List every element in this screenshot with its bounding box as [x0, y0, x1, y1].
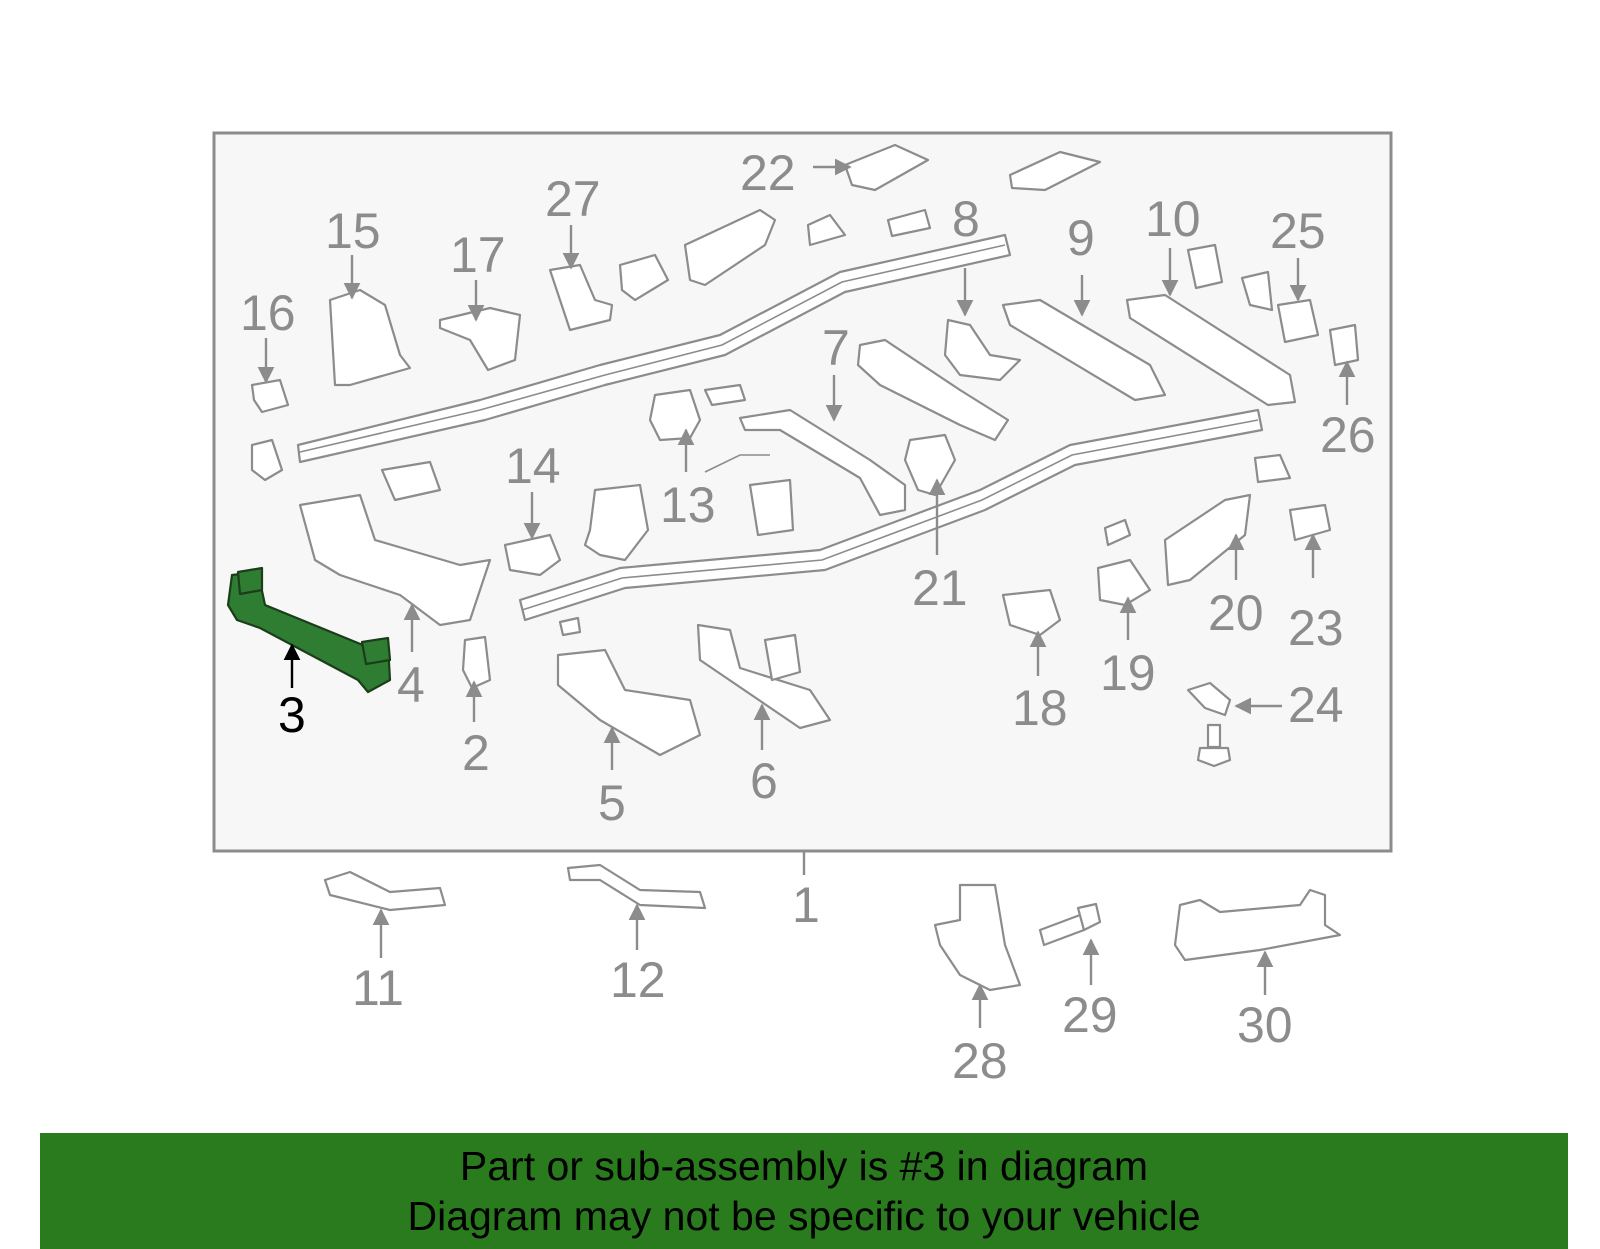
part-16-clip: [250, 378, 290, 414]
part-19-clip: [1103, 518, 1132, 547]
callout-12: 12: [610, 952, 666, 1008]
part-22b-bracket: [1008, 150, 1102, 192]
callout-6: 6: [750, 753, 778, 809]
banner-line-2: Diagram may not be specific to your vehi…: [407, 1193, 1201, 1239]
part-15-mount: [328, 288, 412, 387]
callout-5: 5: [598, 775, 626, 831]
part-cross-member-upper: [683, 208, 777, 287]
part-3-cross-member-highlighted: [226, 566, 392, 694]
part-6b-clip: [763, 633, 802, 682]
callout-11: 11: [352, 960, 404, 1016]
part-29-bolt: [1038, 902, 1102, 947]
callout-13: 13: [660, 477, 716, 533]
part-22-bracket: [843, 143, 930, 192]
callout-30: 30: [1237, 997, 1293, 1053]
part-4-mount: [298, 493, 492, 627]
part-7-crossmember: [856, 338, 1010, 442]
callout-3: 3: [278, 687, 306, 743]
part-12-bracket: [566, 863, 707, 910]
callout-15: 15: [325, 203, 381, 259]
part-6-bracket: [696, 623, 832, 730]
banner-line-1: Part or sub-assembly is #3 in diagram: [459, 1143, 1149, 1189]
part-19-mount: [1096, 558, 1152, 607]
part-20-bracket: [1163, 493, 1252, 587]
callout-26: 26: [1320, 407, 1376, 463]
callout-25: 25: [1270, 203, 1326, 259]
part-4-bracket-top: [380, 460, 442, 502]
part-13-link: [704, 454, 770, 473]
callout-29: 29: [1062, 987, 1118, 1043]
part-13b-clip: [703, 383, 747, 407]
callout-8: 8: [952, 191, 980, 247]
part-2-plate-upper: [250, 438, 284, 482]
part-27-bracket: [548, 263, 614, 332]
part-14-mount: [503, 533, 562, 577]
callout-21: 21: [912, 560, 968, 616]
part-14b-mount: [583, 483, 650, 562]
callout-22: 22: [740, 145, 796, 201]
frame-rail-upper: [296, 233, 1012, 464]
part-13c-bracket: [748, 478, 795, 537]
part-24-bolt: [1196, 723, 1232, 768]
callout-2: 2: [462, 725, 490, 781]
part-5-bracket: [556, 648, 702, 757]
callout-16: 16: [240, 285, 296, 341]
callout-7: 7: [822, 320, 850, 376]
part-23b-clip: [1253, 453, 1292, 484]
part-small-nut: [558, 616, 582, 637]
callout-1: 1: [792, 877, 820, 933]
part-13-gusset: [648, 388, 702, 442]
part-28-bracket: [933, 883, 1022, 992]
part-25-mount: [1276, 298, 1320, 344]
callout-20: 20: [1208, 585, 1264, 641]
part-11-bracket: [323, 870, 447, 912]
callout-4: 4: [397, 657, 425, 713]
info-banner: Part or sub-assembly is #3 in diagram Di…: [40, 1133, 1568, 1249]
part-2-plate: [461, 635, 492, 690]
callout-28: 28: [952, 1033, 1008, 1089]
part-17-bracket: [438, 306, 522, 372]
callout-10: 10: [1145, 191, 1201, 247]
frame-rail-lower: [518, 408, 1264, 622]
callout-19: 19: [1100, 645, 1156, 701]
callout-24: 24: [1288, 677, 1344, 733]
part-24-bracket: [1186, 681, 1232, 717]
part-30-bracket: [1173, 888, 1342, 962]
part-9-crossmember: [1001, 298, 1167, 402]
callout-18: 18: [1012, 680, 1068, 736]
callout-23: 23: [1288, 600, 1344, 656]
part-26-bracket: [1328, 323, 1360, 367]
part-18-bracket: [1001, 588, 1062, 637]
part-23-bracket: [1288, 503, 1332, 542]
part-15b-gusset: [618, 253, 670, 302]
callout-17: 17: [450, 227, 506, 283]
part-25b-bracket: [1240, 270, 1274, 312]
callout-27: 27: [545, 171, 601, 227]
part-7b-crossmember: [738, 408, 907, 517]
callout-9: 9: [1067, 210, 1095, 266]
part-8-bracket: [943, 318, 1022, 382]
callout-14: 14: [505, 438, 561, 494]
part-small-clip-b: [886, 208, 932, 238]
part-25-block: [1186, 243, 1224, 290]
part-small-clip-a: [806, 213, 847, 247]
